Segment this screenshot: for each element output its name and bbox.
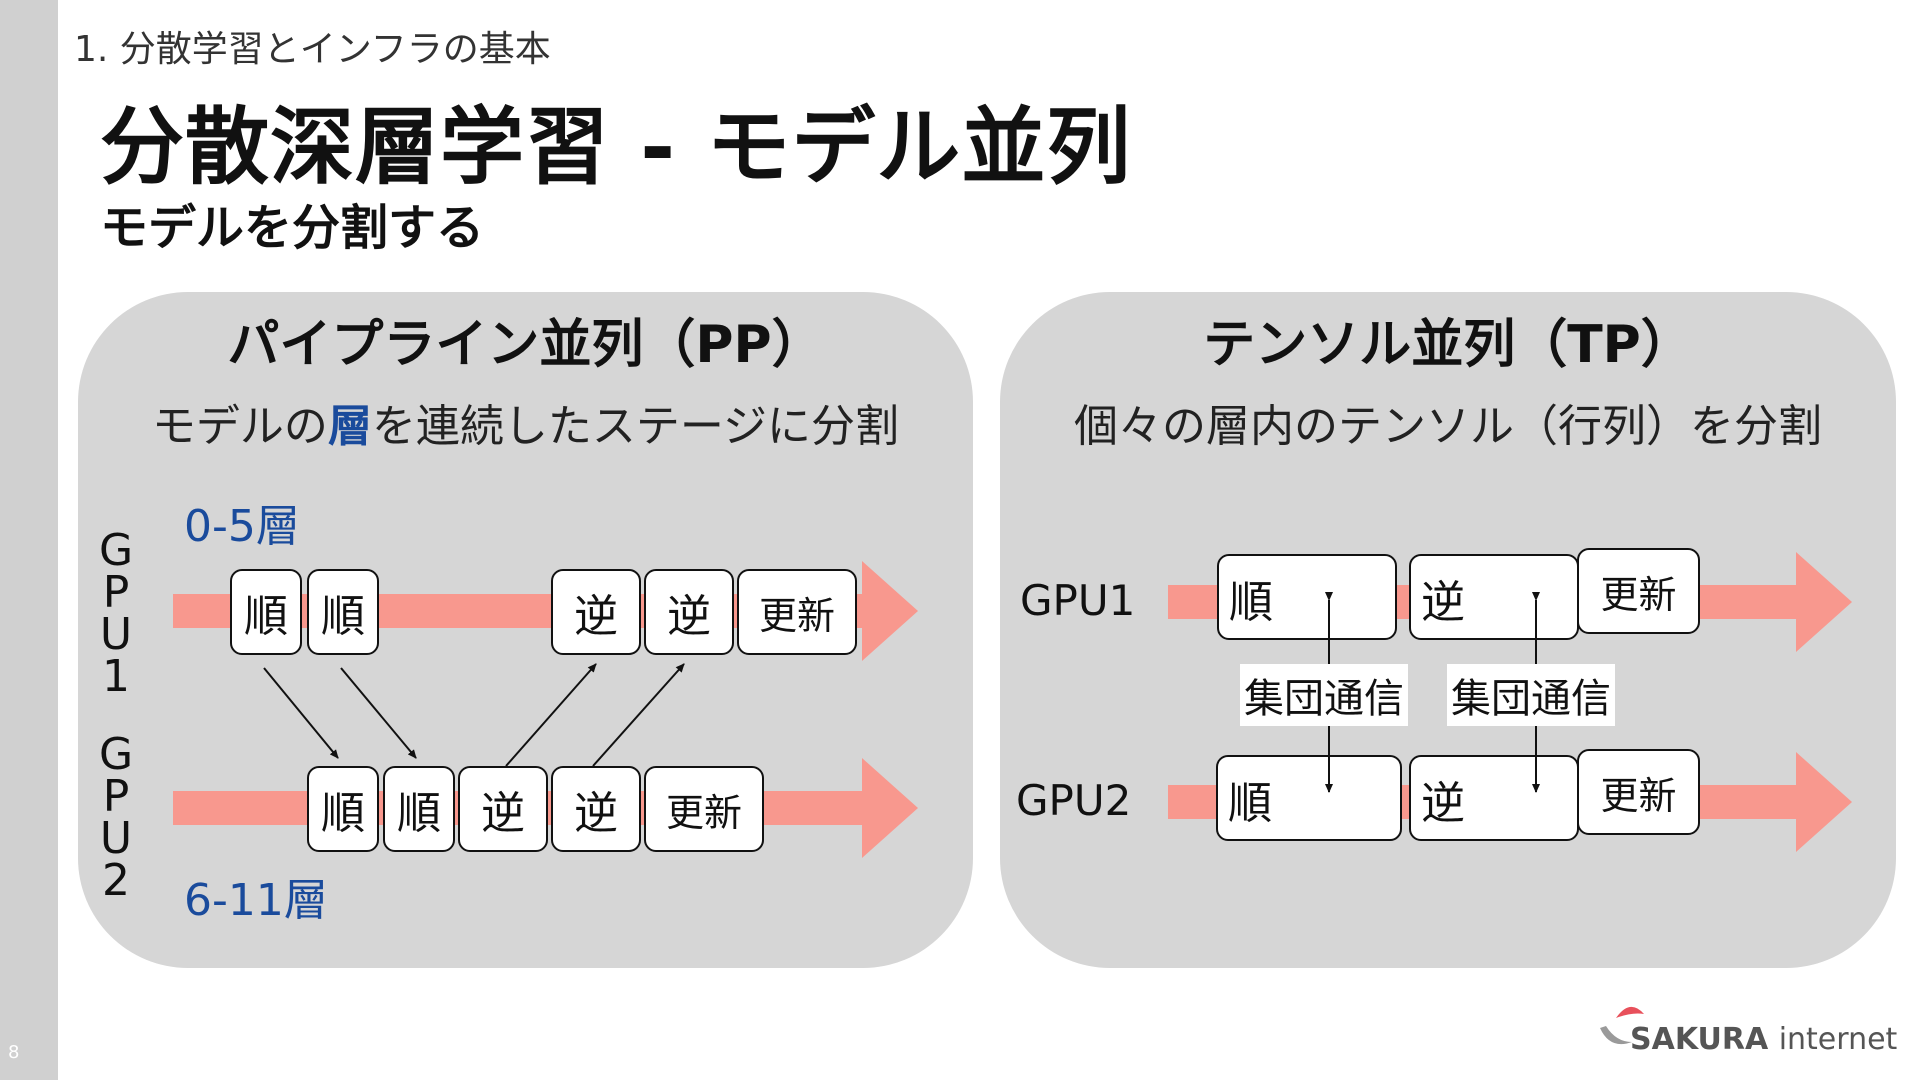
pp-gpu1-char: P	[102, 567, 130, 618]
tp-gpu1-forward-box: 順	[1217, 554, 1397, 640]
page-number: 8	[8, 1042, 20, 1063]
pp-gpu1-char: U	[99, 609, 133, 660]
tp-gpu2-backward-box: 逆	[1409, 755, 1579, 841]
pp-gpu2-char: U	[99, 813, 133, 864]
sakura-internet-logo: SAKURA internet	[1596, 1000, 1897, 1060]
logo-text: SAKURA internet	[1630, 1022, 1897, 1057]
pp-gpu1-timeline-arrowhead	[862, 561, 918, 661]
tp-gpu1-backward-box: 逆	[1409, 554, 1579, 640]
logo-suffix: internet	[1778, 1022, 1898, 1057]
pp-gradient-arrow	[592, 663, 685, 767]
pp-gpu1-backward-box: 逆	[644, 569, 734, 655]
sakura-logo-icon	[1600, 1006, 1644, 1045]
pp-gpu2-label: G P U 2	[94, 729, 138, 906]
pp-description: モデルの層を連続したステージに分割	[78, 390, 973, 454]
pp-gpu1-backward-box: 逆	[551, 569, 641, 655]
breadcrumb: 1. 分散学習とインフラの基本	[74, 29, 551, 70]
left-sidebar-strip	[0, 0, 58, 1080]
pp-desc-highlight: 層	[327, 401, 372, 452]
pp-gpu2-char: P	[102, 771, 130, 822]
pp-gpu1-char: 1	[102, 651, 130, 702]
pp-desc-before: モデルの	[151, 401, 328, 452]
pp-gpu2-char: 2	[102, 855, 130, 906]
pp-gpu1-label: G P U 1	[94, 525, 138, 702]
pp-gpu2-forward-box: 順	[307, 766, 379, 852]
pp-gpu1-char: G	[98, 525, 134, 576]
tp-description: 個々の層内のテンソル（行列）を分割	[1074, 401, 1822, 452]
tp-gpu2-label: GPU2	[1016, 776, 1132, 825]
page-title: 分散深層学習 - モデル並列	[100, 98, 1132, 196]
pp-gpu2-backward-box: 逆	[551, 766, 641, 852]
tensor-parallel-panel: テンソル並列（TP） 個々の層内のテンソル（行列）を分割 GPU1 GPU2 順…	[1000, 292, 1896, 968]
pp-gpu2-forward-box: 順	[383, 766, 455, 852]
tp-gpu2-timeline-arrowhead	[1796, 752, 1852, 852]
pp-gpu1-update-box: 更新	[737, 569, 857, 655]
tp-gpu1-label: GPU1	[1020, 576, 1136, 625]
pp-gpu2-timeline-arrowhead	[862, 758, 918, 858]
pp-gradient-arrow	[505, 663, 597, 767]
tp-gpu2-forward-box: 順	[1216, 755, 1402, 841]
pp-activation-arrow	[340, 667, 417, 759]
tp-gpu1-update-box: 更新	[1577, 548, 1700, 634]
pp-gpu1-layers: 0-5層	[184, 501, 300, 552]
tp-collective-comm-label: 集団通信	[1240, 664, 1408, 726]
tp-gpu2-update-box: 更新	[1577, 749, 1700, 835]
pp-gpu2-layers: 6-11層	[184, 875, 328, 926]
pp-gpu2-update-box: 更新	[644, 766, 764, 852]
pp-title: パイプライン並列（PP）	[227, 315, 824, 375]
logo-brand: SAKURA	[1630, 1022, 1769, 1057]
tp-title: テンソル並列（TP）	[1203, 315, 1693, 375]
pp-gpu1-forward-box: 順	[230, 569, 302, 655]
pp-desc-after: を連続したステージに分割	[371, 401, 900, 452]
pp-gpu1-forward-box: 順	[307, 569, 379, 655]
pp-activation-arrow	[263, 667, 339, 759]
pipeline-parallel-panel: パイプライン並列（PP） モデルの層を連続したステージに分割 0-5層 6-11…	[78, 292, 973, 968]
pp-gpu2-char: G	[98, 729, 134, 780]
page-subtitle: モデルを分割する	[100, 200, 485, 256]
tp-gpu1-timeline-arrowhead	[1796, 552, 1852, 652]
tp-collective-comm-label: 集団通信	[1447, 664, 1615, 726]
pp-gpu2-backward-box: 逆	[458, 766, 548, 852]
